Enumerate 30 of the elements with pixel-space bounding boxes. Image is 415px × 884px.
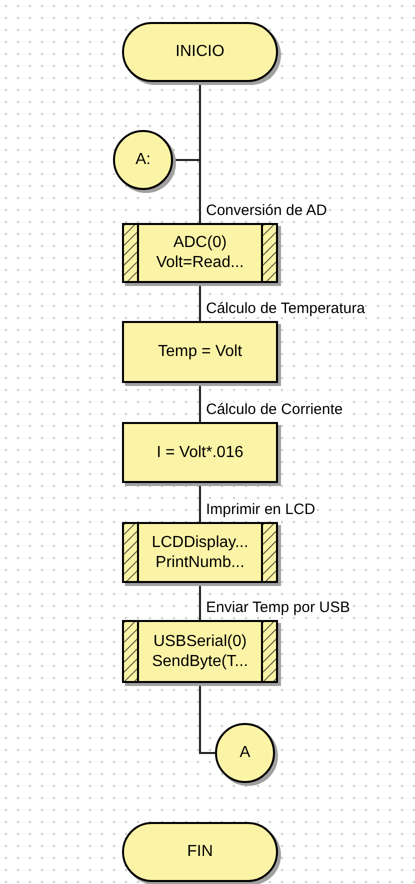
process-box — [122, 422, 278, 483]
flow-line — [199, 283, 201, 321]
node-label: INICIO — [176, 42, 224, 62]
node-label: A — [240, 743, 250, 763]
subroutine-box — [122, 522, 278, 583]
node-label: ADC(0) — [173, 233, 227, 253]
step-comment: Enviar Temp por USB — [206, 600, 350, 615]
flow-line — [173, 159, 201, 223]
terminal-pill — [122, 22, 278, 82]
node-label: Temp = Volt — [158, 342, 242, 362]
node-label: A: — [135, 150, 151, 170]
node-label: FIN — [187, 842, 213, 862]
node-label: PrintNumb... — [156, 552, 244, 572]
node-label: Volt=Read... — [156, 253, 244, 273]
flow-line — [199, 483, 201, 522]
step-comment: Cálculo de Temperatura — [206, 301, 365, 316]
node-label: I = Volt*.016 — [156, 442, 244, 462]
node-label: LCDDisplay... — [152, 532, 248, 552]
flow-line — [199, 383, 201, 422]
subroutine-box — [122, 223, 278, 283]
node-label: SendByte(T... — [152, 652, 248, 672]
flow-line — [199, 583, 201, 620]
flow-line — [199, 683, 215, 754]
step-comment: Imprimir en LCD — [206, 502, 316, 517]
step-comment: Conversión de AD — [206, 203, 327, 218]
process-box — [122, 321, 278, 383]
terminal-pill — [122, 822, 278, 882]
step-comment: Cálculo de Corriente — [206, 402, 343, 417]
node-label: USBSerial(0) — [153, 632, 247, 652]
subroutine-box — [122, 620, 278, 683]
